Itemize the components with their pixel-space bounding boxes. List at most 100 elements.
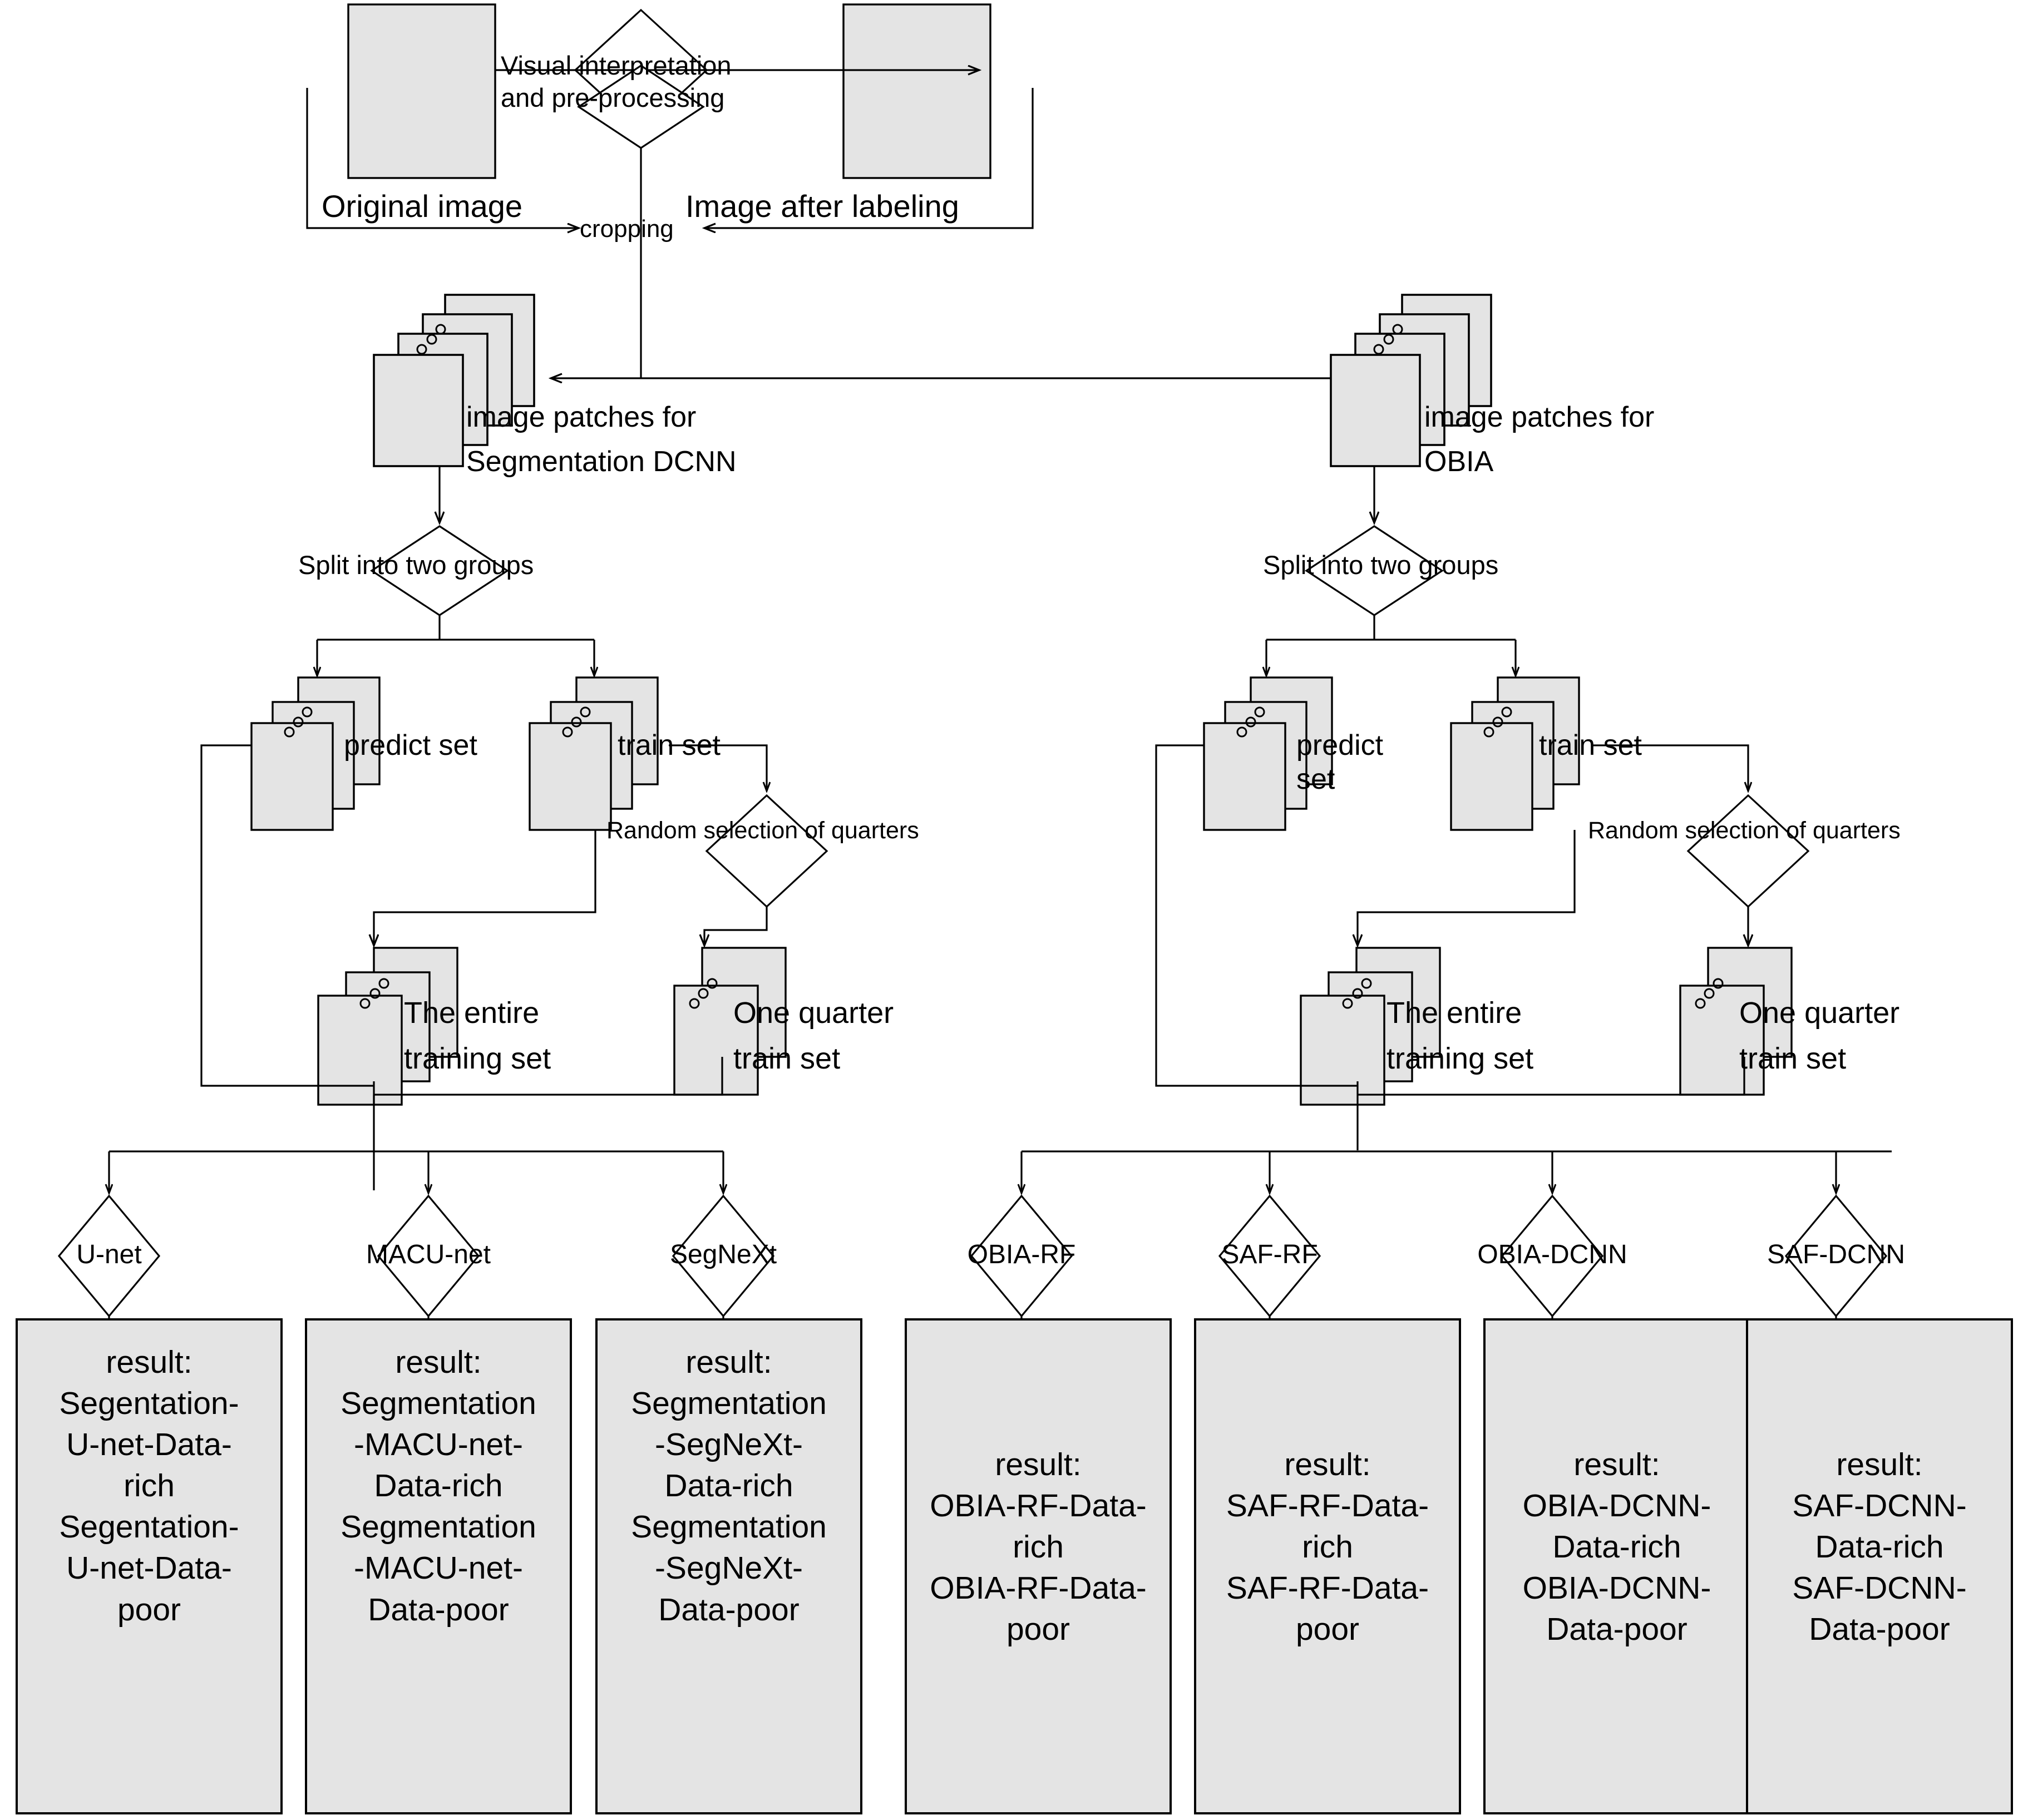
diamond-label-u-net[interactable]: U-net [76,1240,142,1269]
result-line: SAF-RF-Data- [1226,1488,1429,1524]
result-line: Segmentation [341,1509,536,1545]
dcnn-split-label: Split into two groups [298,550,534,580]
result-line: result: [1836,1447,1923,1482]
dcnn-one-quarter-label-line2: train set [733,1042,841,1075]
result-line: result: [395,1344,482,1380]
dcnn-random-selection-label: Random selection of quarters [606,817,919,844]
diamond-label-obia-rf[interactable]: OBIA-RF [967,1240,1076,1269]
result-line: Data-poor [1546,1611,1688,1648]
labeled-image-label: Image after labeling [685,189,959,224]
result-line: result: [106,1344,193,1380]
obia-patches-label-line1: image patches for [1424,401,1655,433]
result-line: Data-rich [1552,1529,1681,1565]
result-line: Segmentation [341,1386,536,1422]
result-line: -SegNeXt- [654,1427,803,1463]
result-line: result: [1284,1447,1371,1482]
result-box-saf-rf [1194,1318,1461,1814]
result-line: Data-rich [1815,1529,1944,1565]
result-line: poor [1006,1611,1070,1648]
cropping-label: cropping [580,215,674,243]
result-box-obia-dcnn [1483,1318,1750,1814]
arrow-dcnn-random-to-quarter [704,907,768,946]
result-box-macu-net [305,1318,572,1814]
result-line: OBIA-RF-Data- [930,1488,1147,1524]
obia-random-selection-label: Random selection of quarters [1588,817,1901,844]
diamond-label-segnext[interactable]: SegNeXt [669,1240,777,1269]
dcnn-patches-label-line2: Segmentation DCNN [466,446,737,478]
result-line: SAF-DCNN- [1792,1488,1967,1524]
arrow-obia-train-to-entire [1358,830,1576,946]
result-line: -MACU-net- [353,1427,523,1463]
result-line: result: [685,1344,772,1380]
result-line: U-net-Data- [66,1427,232,1463]
result-line: Segentation- [59,1386,239,1422]
dcnn-predict-stack [250,676,381,831]
original-image-label: Original image [322,189,523,224]
labeled-image-box [842,3,991,179]
obia-predict-stack [1203,676,1333,831]
result-line: OBIA-RF-Data- [930,1570,1147,1606]
dcnn-one-quarter-label-line1: One quarter [733,996,894,1030]
result-box-saf-dcnn [1746,1318,2013,1814]
result-line: OBIA-DCNN- [1522,1488,1711,1524]
obia-entire-training-label-line1: The entire [1387,996,1522,1030]
obia-quarter-rail [1358,1057,1745,1096]
visual-interpretation-label-line2: and pre-processing [501,83,725,112]
result-line: SAF-RF-Data- [1226,1570,1429,1606]
dcnn-train-stack [529,676,659,831]
result-line: Data-rich [374,1468,503,1504]
result-line: rich [124,1468,175,1504]
diamond-label-saf-rf[interactable]: SAF-RF [1221,1240,1318,1269]
dcnn-entire-training-label-line1: The entire [404,996,540,1030]
result-line: poor [1295,1611,1360,1648]
diamond-label-macu-net[interactable]: MACU-net [366,1240,491,1269]
obia-patches-label-line2: OBIA [1424,446,1494,478]
arrow-labeled-loopback-to-cropping [704,88,1034,228]
dcnn-train-set-label: train set [618,729,721,761]
arrow-dcnn-train-to-random [669,744,767,791]
dcnn-one-quarter-stack [673,947,787,1096]
arrow-dcnn-train-to-entire [374,830,596,946]
result-line: poor [117,1591,181,1628]
result-box-obia-rf [905,1318,1172,1814]
result-line: rich [1302,1529,1353,1565]
result-line: result: [1573,1447,1660,1482]
arrow-original-loopback-to-cropping [306,88,579,228]
obia-one-quarter-stack [1679,947,1793,1096]
obia-train-stack [1450,676,1580,831]
obia-one-quarter-label-line2: train set [1739,1042,1847,1075]
dcnn-entire-training-label-line2: training set [404,1042,551,1075]
result-line: Data-rich [664,1468,793,1504]
obia-entire-training-label-line2: training set [1387,1042,1534,1075]
obia-split-label: Split into two groups [1263,550,1499,580]
obia-one-quarter-label-line1: One quarter [1739,996,1900,1030]
obia-predict-set-label: predict set [1296,729,1384,796]
dcnn-patch-stack [373,294,535,467]
result-line: Segentation- [59,1509,239,1545]
result-line: Segmentation [631,1509,827,1545]
diamond-label-saf-dcnn[interactable]: SAF-DCNN [1767,1240,1905,1269]
obia-predict-rail [1155,744,1358,1087]
result-box-u-net [16,1318,283,1814]
dcnn-predict-set-label: predict set [344,729,477,761]
original-image-box [347,3,496,179]
diamond-label-obia-dcnn[interactable]: OBIA-DCNN [1477,1240,1627,1269]
result-line: -MACU-net- [353,1550,523,1586]
dcnn-predict-rail [200,744,374,1087]
dcnn-quarter-rail [374,1057,723,1096]
visual-interpretation-label-line1: Visual interpretation [501,51,732,80]
result-line: Data-poor [368,1591,509,1628]
result-line: rich [1013,1529,1064,1565]
result-line: Data-poor [1809,1611,1950,1648]
result-line: U-net-Data- [66,1550,232,1586]
result-line: Segmentation [631,1386,827,1422]
result-line: result: [995,1447,1082,1482]
